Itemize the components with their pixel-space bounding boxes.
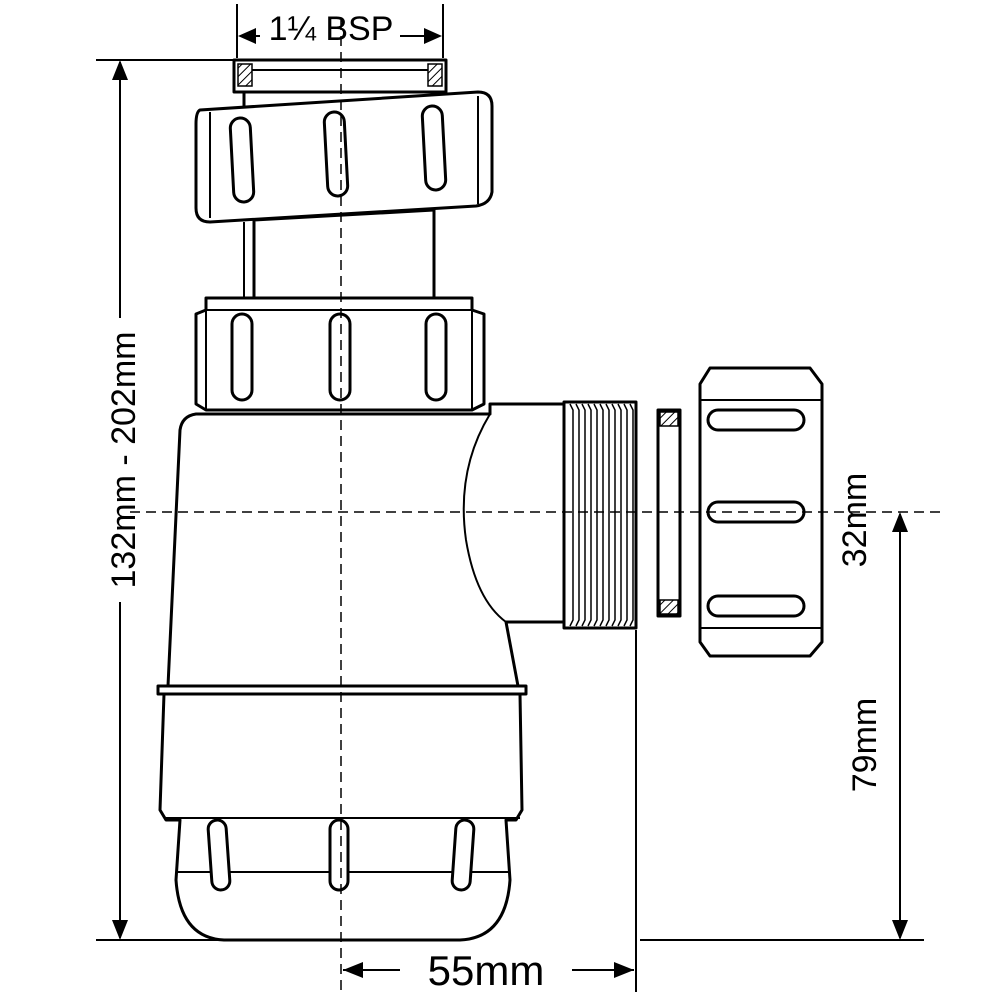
dimension-height-range: 132mm - 202mm [96, 59, 234, 941]
thread-line [599, 403, 604, 627]
dimension-label-outlet-height: 79mm [846, 698, 884, 792]
dimension-label-outlet-offset: 55mm [428, 947, 545, 994]
thread-line [605, 403, 610, 627]
dimension-label-top-thread: 1¼ BSP [269, 10, 394, 48]
bottle-base [158, 692, 524, 942]
trap-body [166, 402, 566, 688]
dimension-top-thread: 1¼ BSP [236, 4, 444, 58]
thread-line [581, 403, 586, 627]
dimension-outlet: 32mm [836, 473, 874, 567]
top-thread-ring [232, 58, 448, 94]
thread-line [611, 403, 616, 627]
thread-line [617, 403, 622, 627]
dimension-outlet-height: 79mm [640, 512, 924, 941]
thread-line [623, 403, 628, 627]
thread-line [575, 403, 580, 627]
thread-line [593, 403, 598, 627]
dimension-outlet-offset: 55mm [343, 630, 637, 994]
thread-line [569, 403, 574, 627]
thread-line [629, 403, 634, 627]
vertical-inlet-pipe [243, 208, 436, 300]
outlet-threaded-spigot [562, 400, 638, 630]
outlet-washer [656, 408, 682, 618]
dimension-label-outlet: 32mm [836, 473, 874, 567]
thread-line [587, 403, 592, 627]
dimension-label-height-range: 132mm - 202mm [105, 332, 143, 589]
middle-nut [194, 296, 486, 412]
upper-nut [194, 90, 494, 224]
